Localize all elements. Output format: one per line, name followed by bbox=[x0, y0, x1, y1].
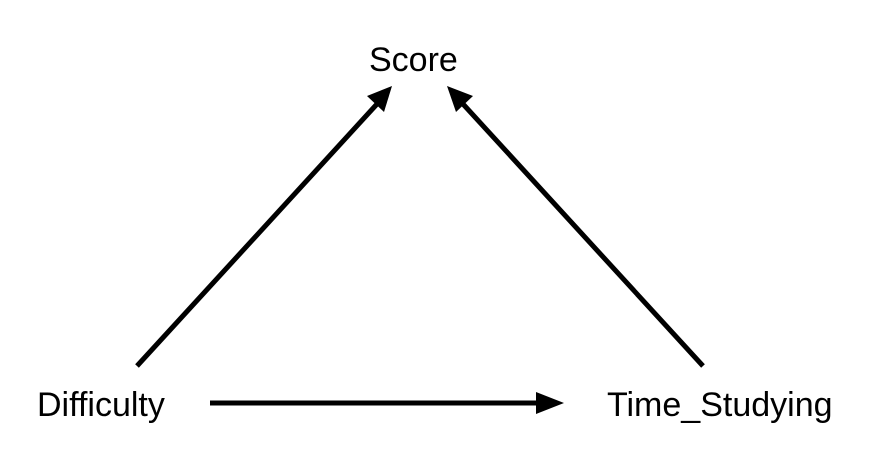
edge-time-studying-to-score bbox=[447, 86, 705, 368]
edge-difficulty-to-score bbox=[135, 86, 392, 368]
node-time-studying-label: Time_Studying bbox=[607, 386, 833, 424]
node-score-label: Score bbox=[369, 41, 458, 79]
edge-difficulty-to-score-arrowhead bbox=[367, 86, 392, 112]
edge-difficulty-to-score-line bbox=[135, 102, 379, 368]
edge-difficulty-to-time-studying bbox=[210, 392, 564, 414]
edge-difficulty-to-time-studying-arrowhead bbox=[536, 392, 564, 414]
edge-time-studying-to-score-arrowhead bbox=[447, 86, 473, 112]
node-difficulty-label: Difficulty bbox=[37, 386, 165, 424]
edge-time-studying-to-score-line bbox=[461, 102, 705, 368]
